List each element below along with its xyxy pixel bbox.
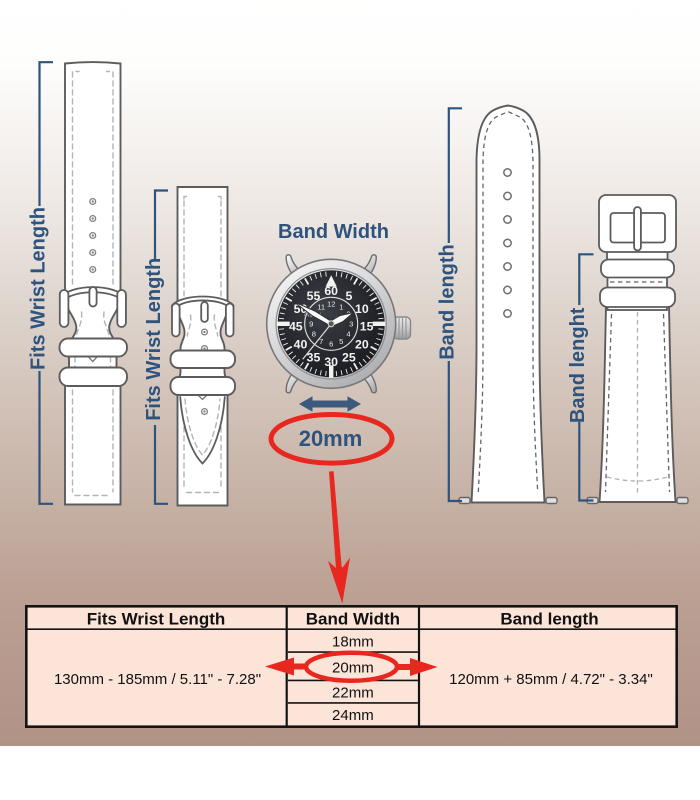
svg-text:15: 15 xyxy=(360,320,374,334)
svg-text:18mm: 18mm xyxy=(332,634,374,651)
svg-text:5: 5 xyxy=(339,337,343,346)
svg-text:35: 35 xyxy=(307,350,321,364)
svg-text:Band Width: Band Width xyxy=(278,221,389,243)
svg-text:7: 7 xyxy=(319,337,323,346)
svg-text:5: 5 xyxy=(345,289,352,303)
svg-text:22mm: 22mm xyxy=(332,685,374,702)
svg-text:8: 8 xyxy=(312,330,316,339)
svg-text:50: 50 xyxy=(294,302,308,316)
svg-text:11: 11 xyxy=(317,302,325,311)
svg-text:Fits Wrist Length: Fits Wrist Length xyxy=(87,610,226,629)
svg-text:20mm: 20mm xyxy=(299,426,363,451)
svg-text:1: 1 xyxy=(339,302,343,311)
svg-text:Band length: Band length xyxy=(500,610,598,629)
svg-text:12: 12 xyxy=(327,300,335,309)
svg-text:4: 4 xyxy=(346,330,350,339)
svg-text:10: 10 xyxy=(355,302,369,316)
svg-text:30: 30 xyxy=(324,355,338,369)
svg-text:45: 45 xyxy=(289,320,303,334)
svg-text:20: 20 xyxy=(355,337,369,351)
svg-text:Fits Wrist Length: Fits Wrist Length xyxy=(28,207,50,370)
svg-text:24mm: 24mm xyxy=(332,707,374,724)
svg-text:40: 40 xyxy=(294,337,308,351)
svg-text:60: 60 xyxy=(324,284,338,298)
svg-text:Band lenght: Band lenght xyxy=(567,307,589,423)
svg-text:120mm + 85mm / 4.72" - 3.34": 120mm + 85mm / 4.72" - 3.34" xyxy=(449,671,653,688)
svg-text:6: 6 xyxy=(329,340,333,349)
svg-text:Fits Wrist Length: Fits Wrist Length xyxy=(143,258,165,421)
svg-text:20mm: 20mm xyxy=(332,660,374,677)
svg-text:55: 55 xyxy=(307,289,321,303)
svg-text:Band Width: Band Width xyxy=(306,610,400,629)
svg-text:25: 25 xyxy=(342,350,356,364)
svg-text:130mm - 185mm / 5.11" - 7.28": 130mm - 185mm / 5.11" - 7.28" xyxy=(54,671,261,688)
svg-text:Band length: Band length xyxy=(437,244,459,360)
svg-text:3: 3 xyxy=(349,320,353,329)
svg-text:9: 9 xyxy=(309,320,313,329)
